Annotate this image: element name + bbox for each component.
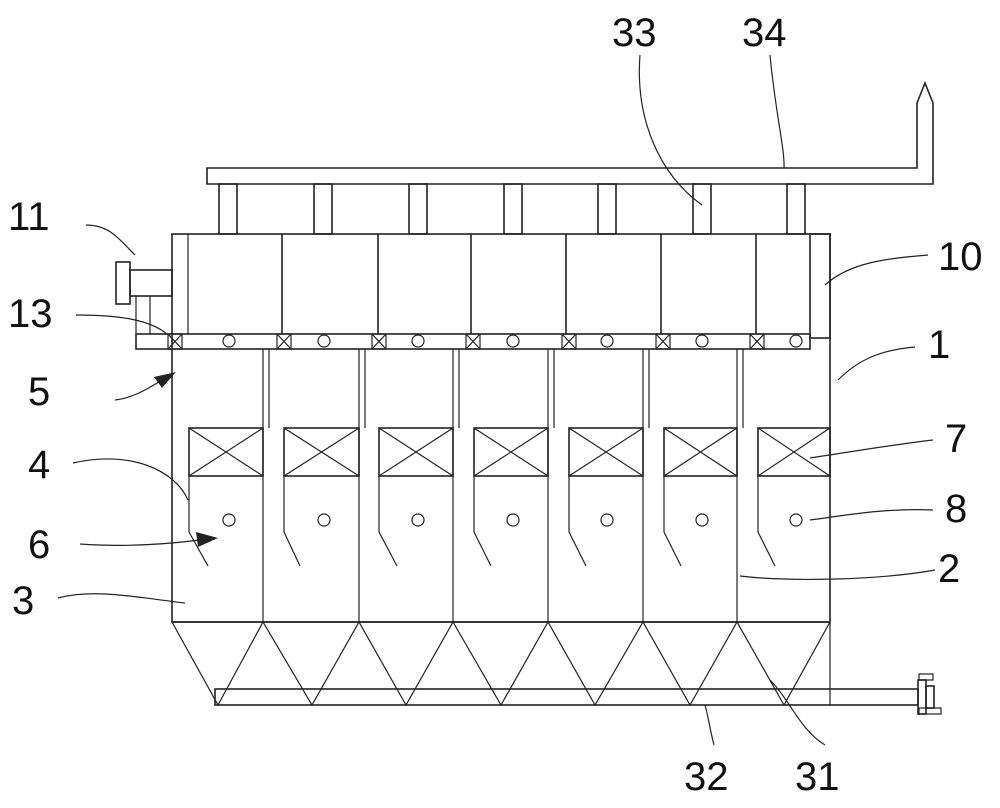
- callout-10: 10: [938, 235, 983, 279]
- header-valves: [167, 333, 765, 350]
- inlet-ports: [222, 513, 803, 527]
- callout-32: 32: [684, 755, 729, 799]
- callout-11: 11: [8, 195, 50, 239]
- side-duct: [809, 233, 831, 339]
- leader-lines: [57, 54, 936, 746]
- inlet-flange: [115, 261, 173, 305]
- callout-5: 5: [28, 370, 50, 414]
- callout-4: 4: [28, 443, 50, 487]
- filter-blocks: [188, 427, 831, 477]
- outlet-pipes: [218, 183, 806, 235]
- exhaust-manifold: [206, 80, 934, 185]
- callout-34: 34: [742, 11, 787, 55]
- nozzle-circles: [222, 334, 803, 348]
- callout-1: 1: [928, 323, 950, 367]
- callout-6: 6: [28, 523, 50, 567]
- callout-31: 31: [795, 755, 840, 799]
- callout-13: 13: [8, 292, 53, 336]
- valve-header-pipe: [135, 296, 811, 350]
- callout-8: 8: [945, 487, 967, 531]
- callout-33: 33: [612, 11, 657, 55]
- partition-baffles: [262, 349, 744, 622]
- guide-plates: [188, 476, 776, 567]
- flow-arrows: [79, 372, 218, 547]
- callout-labels: 1 2 3 4 5 6 7 8 10 11 13 31 32 33 34: [8, 11, 983, 799]
- callout-7: 7: [945, 417, 967, 461]
- callout-3: 3: [12, 579, 34, 623]
- callout-2: 2: [938, 547, 960, 591]
- hoppers: [171, 620, 831, 707]
- discharge-conveyor: [214, 673, 942, 715]
